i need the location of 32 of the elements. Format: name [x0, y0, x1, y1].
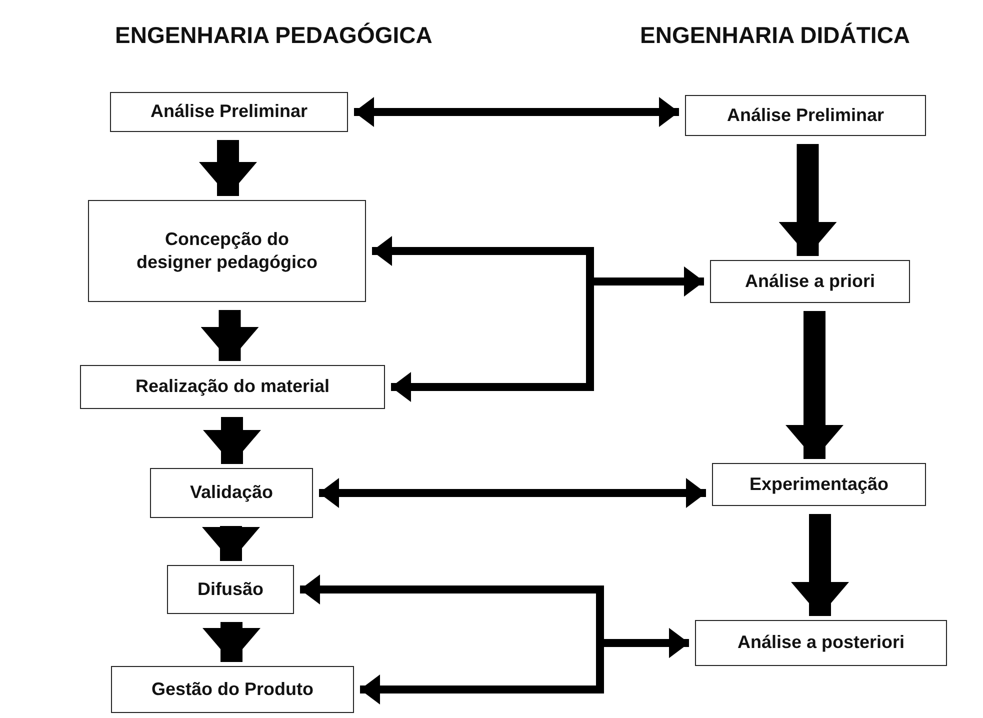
- box-label: Análise a priori: [744, 270, 876, 293]
- process-box: [712, 463, 926, 506]
- arrow: [202, 622, 260, 662]
- arrow: [199, 140, 257, 196]
- process-box: [167, 565, 294, 614]
- box-label: Análise a posteriori: [736, 631, 906, 654]
- process-box: [111, 666, 354, 713]
- process-box: [80, 365, 385, 409]
- process-box: [685, 95, 926, 136]
- arrow: [203, 417, 261, 464]
- box-label: Análise Preliminar: [149, 100, 309, 124]
- box-label: Concepção do designer pedagógico: [135, 228, 319, 274]
- process-box: [88, 200, 366, 302]
- box-label: Análise Preliminar: [726, 104, 886, 127]
- arrow: [786, 311, 844, 459]
- arrow: [202, 526, 260, 561]
- box-label: Experimentação: [748, 472, 890, 496]
- arrow: [778, 144, 837, 256]
- process-box: [150, 468, 313, 518]
- process-box: [695, 620, 947, 666]
- arrow: [319, 478, 706, 508]
- box-label: Validação: [188, 481, 274, 504]
- arrow: [354, 97, 679, 127]
- column-heading: ENGENHARIA PEDAGÓGICA: [115, 22, 432, 49]
- arrow: [200, 310, 259, 361]
- box-label: Gestão do Produto: [150, 678, 314, 701]
- process-box: [110, 92, 348, 132]
- arrow: [791, 514, 849, 616]
- box-label: Difusão: [196, 578, 264, 601]
- box-label: Realização do material: [134, 375, 331, 398]
- process-box: [710, 260, 910, 303]
- column-heading: ENGENHARIA DIDÁTICA: [640, 22, 910, 49]
